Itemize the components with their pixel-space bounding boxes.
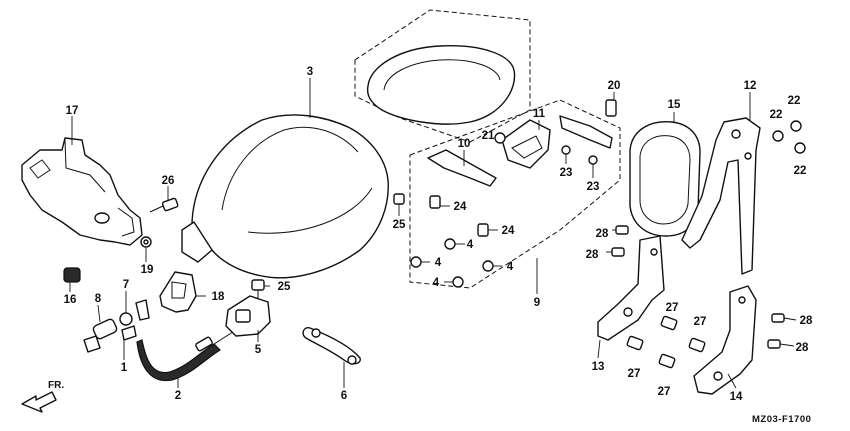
callout-3: 3 bbox=[307, 66, 313, 78]
callout-7: 7 bbox=[123, 279, 129, 291]
callout-26: 26 bbox=[162, 175, 175, 187]
callout-13: 13 bbox=[592, 361, 605, 373]
callout-9: 9 bbox=[534, 297, 540, 309]
lock-rod-7 bbox=[135, 299, 150, 321]
grommet-19 bbox=[140, 236, 152, 248]
callout-labels: 17 26 19 16 3 25 18 8 7 1 2 5 6 9 10 11 … bbox=[64, 66, 813, 403]
callout-27c: 27 bbox=[628, 368, 641, 380]
stay-13 bbox=[597, 235, 665, 341]
front-direction-arrow: FR. bbox=[21, 380, 64, 413]
callout-23b: 23 bbox=[587, 181, 600, 193]
callout-22b: 22 bbox=[788, 95, 801, 107]
callout-20: 20 bbox=[608, 80, 621, 92]
callout-4b: 4 bbox=[435, 257, 442, 269]
callout-24a: 24 bbox=[454, 201, 467, 213]
callout-4c: 4 bbox=[507, 261, 514, 273]
callout-27a: 27 bbox=[666, 302, 679, 314]
callout-28c: 28 bbox=[800, 315, 813, 327]
diagram-code: MZ03-F1700 bbox=[752, 414, 811, 425]
bolt-25-upper bbox=[393, 193, 405, 205]
callout-1: 1 bbox=[121, 362, 128, 374]
leader-lines bbox=[69, 78, 797, 389]
passenger-seat-box bbox=[354, 9, 531, 143]
bracket-23 bbox=[559, 115, 613, 165]
callout-25-lower: 25 bbox=[278, 281, 291, 293]
passenger-seat-pad bbox=[366, 45, 516, 125]
callout-24b: 24 bbox=[502, 225, 515, 237]
bracket-11 bbox=[494, 119, 551, 169]
callout-28b: 28 bbox=[586, 249, 599, 261]
callout-18: 18 bbox=[212, 291, 225, 303]
bolt-25-lower bbox=[251, 279, 265, 300]
side-cover-17 bbox=[21, 137, 143, 246]
callout-8: 8 bbox=[95, 293, 102, 305]
callout-28a: 28 bbox=[596, 228, 609, 240]
callout-5: 5 bbox=[255, 344, 262, 356]
callout-15: 15 bbox=[668, 99, 681, 111]
callout-25-upper: 25 bbox=[393, 219, 406, 231]
callout-14: 14 bbox=[730, 391, 743, 403]
bolts-24 bbox=[429, 195, 489, 237]
nuts-4 bbox=[410, 238, 494, 288]
direction-label: FR. bbox=[48, 380, 64, 391]
callout-10: 10 bbox=[458, 138, 471, 150]
callout-19: 19 bbox=[141, 264, 154, 276]
bolt-20 bbox=[605, 99, 617, 117]
lock-cylinder-8 bbox=[83, 312, 133, 353]
backrest-pad-15 bbox=[629, 121, 701, 237]
latch-5 bbox=[225, 295, 271, 337]
callout-22a: 22 bbox=[770, 109, 783, 121]
nuts-22 bbox=[772, 120, 806, 154]
callout-4d: 4 bbox=[433, 277, 440, 289]
stay-14 bbox=[693, 285, 757, 395]
key-1 bbox=[121, 325, 137, 341]
callout-21: 21 bbox=[482, 130, 495, 142]
cable-2 bbox=[136, 329, 237, 382]
callout-28d: 28 bbox=[796, 342, 809, 354]
callout-23a: 23 bbox=[560, 167, 573, 179]
grommet-16 bbox=[63, 267, 81, 283]
callout-11: 11 bbox=[533, 108, 546, 120]
seat-3 bbox=[181, 114, 389, 279]
bracket-10 bbox=[427, 149, 497, 187]
callout-2: 2 bbox=[175, 390, 181, 402]
callout-27b: 27 bbox=[694, 316, 707, 328]
callout-22c: 22 bbox=[794, 165, 807, 177]
callout-12: 12 bbox=[744, 80, 757, 92]
bracket-18 bbox=[159, 271, 197, 313]
backrest-frame-12 bbox=[681, 117, 761, 275]
callout-4a: 4 bbox=[467, 239, 474, 251]
bolts-28 bbox=[611, 225, 785, 349]
bolt-26 bbox=[149, 197, 179, 213]
callout-6: 6 bbox=[341, 390, 347, 402]
callout-17: 17 bbox=[66, 105, 79, 117]
assembly-box-9 bbox=[409, 99, 621, 289]
bolts-27 bbox=[626, 315, 706, 369]
callout-27d: 27 bbox=[658, 386, 671, 398]
callout-16: 16 bbox=[64, 294, 77, 306]
strap-6 bbox=[302, 326, 361, 365]
